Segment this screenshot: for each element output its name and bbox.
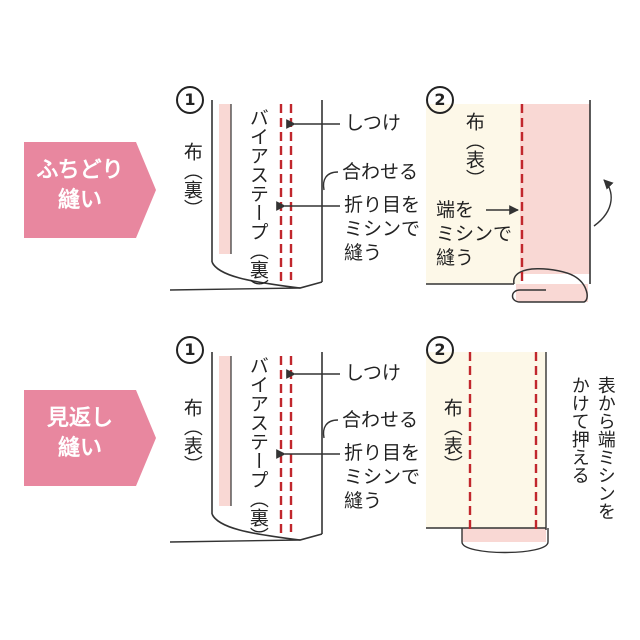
- tag-label-bottom: 見返し 縫い: [24, 404, 136, 463]
- tag-label-top: ふちどり 縫い: [24, 156, 136, 215]
- bottom-step2-illustration: [426, 352, 549, 554]
- arrow-fold-over: [593, 179, 614, 227]
- callout-fold-3: 縫う: [344, 242, 383, 264]
- arrow-align: [322, 171, 339, 191]
- fabric-label: 布（表）: [440, 398, 463, 474]
- step-number: 2: [426, 86, 454, 114]
- fabric-front-area: [426, 352, 546, 528]
- callout-edge-3: 縫う: [436, 247, 475, 269]
- fabric-back-strip: [219, 104, 231, 254]
- callout-align: 合わせる: [342, 409, 419, 431]
- tag-shape-top: [24, 142, 156, 238]
- arrow-align: [322, 419, 339, 439]
- top-step1-illustration: [169, 100, 340, 291]
- tag-line1: ふちどり: [36, 158, 124, 183]
- callout-fold-2: ミシンで: [344, 466, 421, 488]
- callout-fold-2: ミシンで: [344, 218, 421, 240]
- callout-edge-1: 端を: [436, 199, 475, 221]
- step-number: 1: [176, 86, 204, 114]
- tag-line2: 縫い: [57, 435, 102, 461]
- tape-label: バイアステープ（裏）: [246, 108, 269, 298]
- step-number: 1: [176, 336, 204, 364]
- callout-fold-3: 縫う: [344, 490, 383, 512]
- callout-fold-1: 折り目を: [344, 194, 421, 216]
- fabric-label: 布（表）: [180, 398, 203, 474]
- step-number: 2: [426, 336, 454, 364]
- fabric-front-area: [426, 104, 520, 284]
- callout-align: 合わせる: [342, 161, 419, 183]
- tag-shape-bottom: [24, 390, 156, 486]
- tag-line2: 縫い: [57, 187, 102, 213]
- bottom-step1-illustration: [169, 352, 340, 543]
- callout-baste: しつけ: [345, 362, 401, 384]
- top-step2-illustration: [426, 100, 614, 303]
- tape-back-area: [520, 104, 590, 274]
- vertical-note-col2: かけて押える: [568, 376, 590, 484]
- tag-line1: 見返し: [46, 406, 113, 431]
- tape-label: バイアステープ（裏）: [246, 356, 269, 546]
- fabric-label: 布（裏）: [180, 142, 203, 218]
- fabric-label: 布（表）: [462, 112, 485, 188]
- vertical-note-col1: 表から端ミシンを: [594, 376, 616, 520]
- fabric-back-strip: [219, 356, 231, 506]
- callout-fold-1: 折り目を: [344, 442, 421, 464]
- callout-edge-2: ミシンで: [436, 223, 513, 245]
- callout-baste: しつけ: [345, 112, 401, 134]
